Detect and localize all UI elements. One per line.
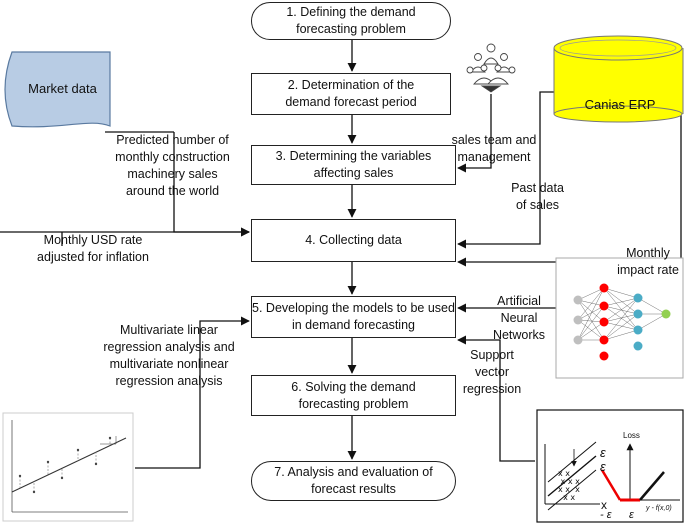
step-1-define-problem: 1. Defining the demand forecasting probl… [251, 2, 451, 40]
svr-x-axis-label: x [601, 498, 607, 512]
market-data-label: Market data [28, 81, 97, 96]
step-7-analysis-evaluation: 7. Analysis and evaluation of forecast r… [251, 461, 456, 501]
svr-label: Support vector regression [462, 348, 522, 396]
market-data-shape [4, 51, 111, 128]
canias-erp-label: Canias ERP [584, 97, 656, 112]
past-data-label: Past data of sales [511, 181, 564, 212]
impact-rate-label: Monthly impact rate [617, 246, 679, 277]
svr-epsilon-1: ε [600, 445, 606, 460]
step-6-solving-problem: 6. Solving the demand forecasting proble… [251, 375, 456, 416]
regression-connector [135, 316, 250, 469]
sales-team-label: sales team and management [451, 133, 537, 164]
svr-plot-icon [536, 409, 684, 523]
step-4-collecting-data: 4. Collecting data [251, 219, 456, 262]
usd-rate-label: Monthly USD rate adjusted for inflation [37, 233, 149, 264]
svr-epsilon-2: ε [600, 459, 606, 474]
canias-database-icon [553, 35, 684, 123]
step-2-forecast-period: 2. Determination of the demand forecast … [251, 73, 451, 115]
svr-loss-label: Loss [623, 431, 640, 440]
regression-label: Multivariate linear regression analysis … [103, 323, 235, 388]
step-5-developing-models: 5. Developing the models to be used in d… [251, 296, 456, 338]
regression-plot-icon [2, 412, 134, 522]
ann-label: Artificial Neural Networks [492, 294, 546, 342]
svr-connector [457, 335, 535, 462]
sales-team-connector [457, 94, 492, 173]
step-3-variables: 3. Determining the variables affecting s… [251, 145, 456, 185]
people-group-icon [466, 43, 516, 93]
svr-neg-epsilon: - ε [600, 509, 612, 521]
svr-pos-epsilon: ε [629, 509, 634, 521]
neural-network-icon [555, 257, 684, 379]
predicted-sales-label: Predicted number of monthly construction… [115, 133, 230, 198]
past-data-connector [457, 91, 562, 249]
svr-loss-fn: y - f(x,0) [646, 505, 672, 512]
